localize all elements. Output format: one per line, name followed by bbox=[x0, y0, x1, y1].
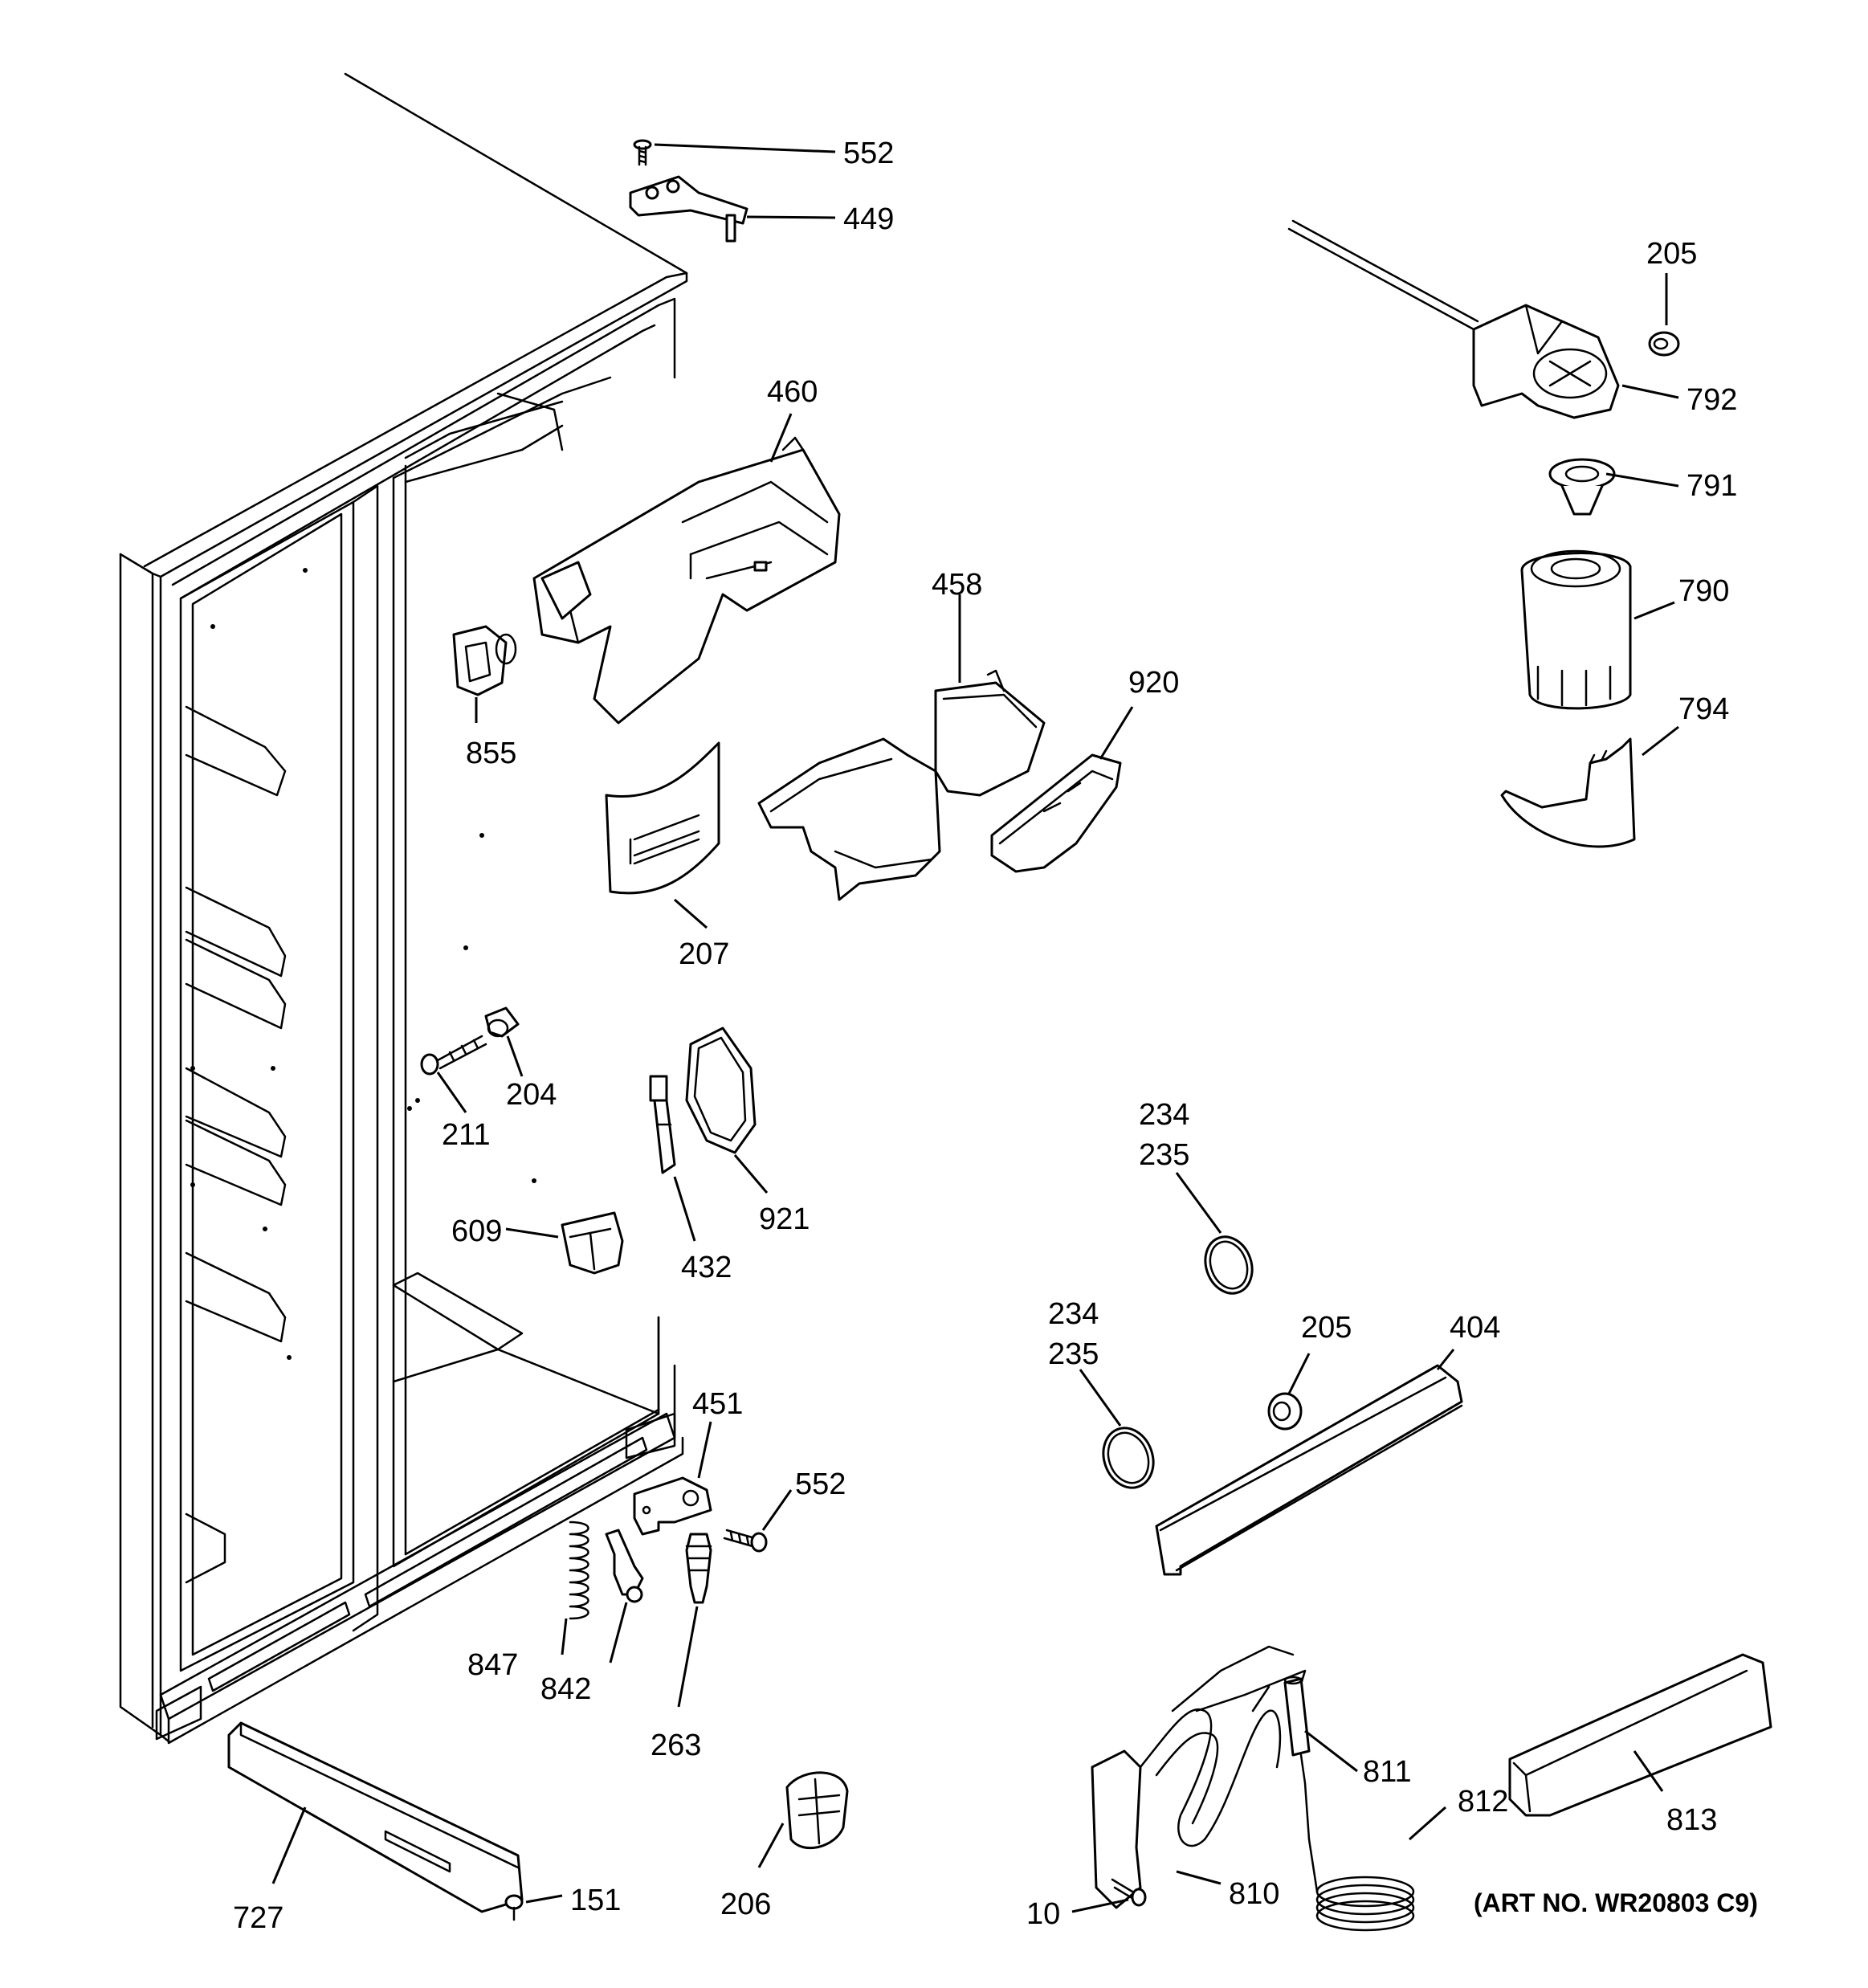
callout-205-mid: 205 bbox=[1301, 1311, 1352, 1345]
gasket-921 bbox=[685, 1027, 757, 1154]
callout-204: 204 bbox=[506, 1078, 557, 1112]
callout-235-b: 235 bbox=[1048, 1337, 1099, 1371]
filter-790 bbox=[1520, 549, 1632, 710]
cover-207 bbox=[605, 741, 720, 895]
screw-10 bbox=[1111, 1878, 1147, 1907]
callout-151: 151 bbox=[570, 1884, 621, 1917]
callout-404: 404 bbox=[1450, 1311, 1500, 1345]
grommet-205-top bbox=[1648, 331, 1680, 357]
art-number: (ART NO. WR20803 C9) bbox=[1474, 1888, 1758, 1917]
callout-811: 811 bbox=[1363, 1755, 1412, 1789]
valve-791 bbox=[1548, 458, 1616, 516]
hinge-449 bbox=[629, 175, 748, 243]
callout-812: 812 bbox=[1458, 1785, 1508, 1819]
tube-811 bbox=[1283, 1676, 1311, 1841]
callout-234-a: 234 bbox=[1139, 1098, 1189, 1132]
callout-235-a: 235 bbox=[1139, 1138, 1189, 1172]
chute-458 bbox=[757, 669, 1046, 901]
callout-920: 920 bbox=[1128, 666, 1179, 700]
callout-790: 790 bbox=[1678, 574, 1729, 608]
callout-205-top: 205 bbox=[1646, 237, 1697, 271]
callout-458: 458 bbox=[932, 568, 982, 602]
spacer-204 bbox=[484, 1006, 520, 1038]
cap-794 bbox=[1500, 737, 1636, 848]
filter-head-792 bbox=[1287, 219, 1620, 419]
callout-842: 842 bbox=[540, 1672, 591, 1706]
callout-263: 263 bbox=[651, 1729, 701, 1762]
callout-207: 207 bbox=[679, 937, 729, 971]
grommet-206 bbox=[785, 1771, 849, 1850]
callout-847: 847 bbox=[467, 1648, 518, 1682]
cover-813 bbox=[1508, 1653, 1772, 1817]
callout-432: 432 bbox=[681, 1251, 732, 1284]
callout-234-b: 234 bbox=[1048, 1297, 1099, 1331]
callout-labels: 552 449 460 855 207 458 920 205 792 791 … bbox=[233, 137, 1758, 1935]
callout-451: 451 bbox=[692, 1387, 743, 1421]
duct-460 bbox=[532, 436, 841, 725]
actuator-432 bbox=[649, 1075, 676, 1174]
spring-847 bbox=[569, 1521, 589, 1620]
shroud-404 bbox=[1155, 1364, 1463, 1576]
screw-552-top bbox=[633, 139, 652, 166]
switch-609 bbox=[561, 1211, 624, 1275]
bracket-855 bbox=[452, 625, 517, 696]
callout-792: 792 bbox=[1687, 383, 1737, 417]
cam-842 bbox=[605, 1529, 644, 1603]
cabinet-body bbox=[119, 72, 688, 1745]
callout-813: 813 bbox=[1666, 1803, 1717, 1837]
screw-552-bottom bbox=[723, 1529, 768, 1553]
oring-234-235-b bbox=[1102, 1427, 1155, 1489]
callout-727: 727 bbox=[233, 1901, 283, 1935]
callout-460: 460 bbox=[767, 375, 818, 409]
callout-449: 449 bbox=[843, 202, 894, 236]
tank-810 bbox=[1091, 1645, 1307, 1909]
callout-206: 206 bbox=[720, 1888, 771, 1921]
screw-151 bbox=[504, 1894, 524, 1921]
callout-794: 794 bbox=[1678, 692, 1729, 726]
oring-234-235-a bbox=[1204, 1235, 1254, 1295]
coil-812 bbox=[1307, 1838, 1415, 1932]
screw-211 bbox=[420, 1035, 487, 1076]
callout-552-bottom: 552 bbox=[795, 1468, 846, 1501]
callout-921: 921 bbox=[759, 1202, 810, 1236]
callout-211: 211 bbox=[442, 1118, 491, 1152]
callout-552-top: 552 bbox=[843, 137, 894, 170]
pin-263 bbox=[685, 1533, 712, 1604]
leader-lines bbox=[271, 143, 1679, 1913]
callout-810: 810 bbox=[1229, 1877, 1279, 1911]
callout-791: 791 bbox=[1687, 469, 1737, 503]
callout-10: 10 bbox=[1026, 1897, 1060, 1931]
hinge-451 bbox=[633, 1476, 712, 1536]
grommet-205-mid bbox=[1267, 1392, 1303, 1431]
callout-855: 855 bbox=[466, 737, 516, 770]
callout-609: 609 bbox=[451, 1214, 502, 1248]
